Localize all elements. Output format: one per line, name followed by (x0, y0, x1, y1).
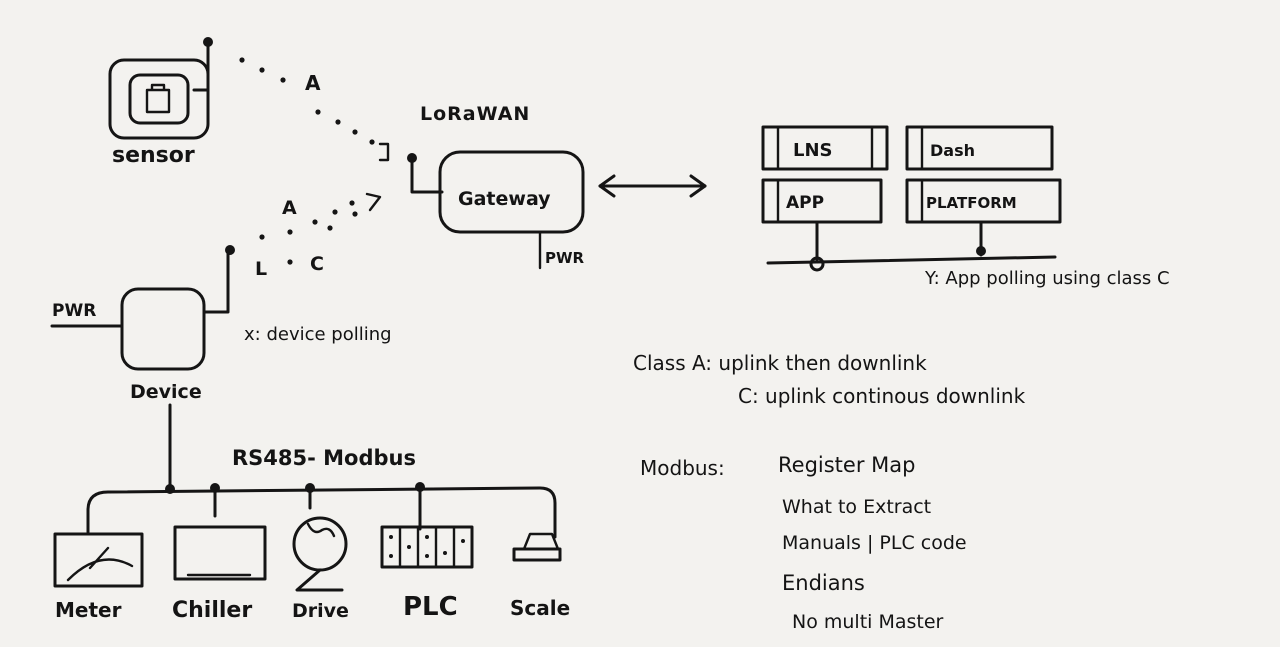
dash-block (905, 125, 1054, 171)
meter-icon (53, 532, 144, 588)
gateway-antenna (410, 158, 444, 194)
sensor-inner-box (128, 73, 190, 125)
device-link-class-c: C (310, 253, 324, 275)
app-polling-note: Y: App polling using class C (924, 268, 1170, 289)
gateway-pwr-label: PWR (545, 249, 585, 267)
device-label-drive: Drive (292, 600, 349, 622)
gateway-box (438, 150, 585, 234)
device-link-arrow (365, 192, 382, 212)
gateway-cloud-arrow (598, 174, 707, 198)
platform-box (905, 178, 1062, 224)
chiller-box (173, 525, 267, 581)
dash-label: Dash (930, 141, 975, 160)
meter-needle (66, 546, 134, 582)
modbus-item-manuals: Manuals | PLC code (782, 532, 967, 554)
device-label-chiller: Chiller (172, 598, 252, 623)
cloud-bus (766, 220, 1057, 272)
sensor-antenna (192, 40, 210, 92)
meter-box (53, 532, 144, 588)
app-box (761, 178, 883, 224)
plc-rack (380, 525, 474, 569)
modbus-heading: Modbus: (640, 456, 725, 480)
app-block (761, 178, 883, 224)
plc-icon (380, 525, 474, 569)
app-label: APP (786, 193, 824, 213)
device-box (120, 287, 206, 371)
sensor-box (108, 58, 210, 140)
platform-label: PLATFORM (926, 194, 1017, 212)
gateway-node (407, 150, 585, 270)
rs485-label: RS485- Modbus (232, 446, 416, 470)
modbus-item-endians: Endians (782, 571, 865, 595)
gateway-antenna-tip (407, 153, 417, 163)
drive-motor-circle (292, 516, 348, 572)
device-node (50, 245, 235, 489)
modbus-item-register-map: Register Map (778, 453, 915, 477)
platform-block (905, 178, 1062, 224)
scale-base (512, 547, 562, 562)
rs485-bus (86, 482, 557, 539)
device-label: Device (130, 381, 202, 403)
modbus-item-what-to-extract: What to Extract (782, 496, 931, 518)
device-label-plc: PLC (403, 592, 458, 622)
lns-block (761, 125, 889, 171)
chiller-icon (173, 525, 267, 581)
sensor-to-gateway-link (239, 57, 390, 162)
sensor-chip-icon (145, 83, 171, 114)
device-polling-note: x: device polling (244, 324, 392, 345)
drive-base (295, 568, 344, 592)
drive-icon (292, 516, 348, 592)
scale-icon (512, 532, 562, 562)
device-link-class-l: L (255, 258, 267, 280)
sensor-antenna-tip (203, 37, 213, 47)
sensor-link-class: A (305, 71, 321, 95)
device-link-class-a: A (282, 197, 297, 219)
drive-rotor (306, 522, 336, 538)
device-antenna-tip (225, 245, 235, 255)
modbus-item-multi-master: No multi Master (792, 611, 944, 633)
device-pwr-label: PWR (52, 301, 96, 321)
device-antenna (202, 248, 230, 314)
device-label-scale: Scale (510, 596, 570, 620)
device-label-meter: Meter (55, 598, 122, 622)
lorawan-label: LoRaWAN (420, 103, 530, 125)
device-to-gateway-link (259, 192, 382, 265)
gateway-label: Gateway (458, 188, 551, 210)
lns-label: LNS (793, 140, 833, 161)
scale-pan (522, 532, 560, 551)
lns-box (761, 125, 889, 171)
sensor-link-arrow (378, 142, 390, 162)
dash-box (905, 125, 1054, 171)
sensor-node (108, 37, 213, 140)
class-c-note: C: uplink continous downlink (738, 384, 1026, 408)
class-a-note: Class A: uplink then downlink (633, 351, 927, 375)
sensor-label: sensor (112, 143, 195, 168)
